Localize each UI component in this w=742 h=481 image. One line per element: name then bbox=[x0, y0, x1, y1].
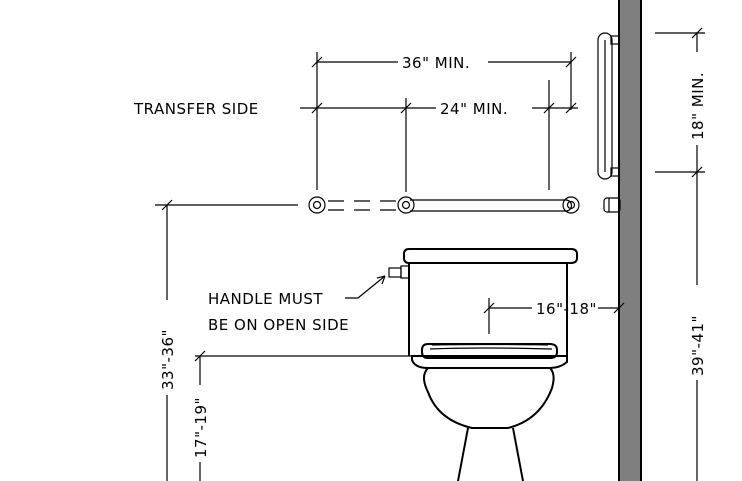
toilet-pedestal bbox=[457, 427, 524, 481]
dim-39-41-label: 39"-41" bbox=[689, 315, 707, 376]
vertical-bar-body bbox=[597, 32, 613, 180]
flush-handle-base bbox=[400, 265, 410, 279]
handle-leader-arrow bbox=[345, 275, 386, 299]
dim-39-41: 39"-41" bbox=[689, 172, 707, 481]
bar-flange-left bbox=[308, 196, 326, 214]
bar-flange-mid bbox=[397, 196, 415, 214]
dim-16-tick-left bbox=[483, 302, 495, 314]
dim-33-36-label: 33"-36" bbox=[159, 329, 177, 390]
flush-handle-lever bbox=[388, 267, 402, 278]
bar-end-flange bbox=[603, 197, 621, 213]
dim-24-min: 24" MIN. TRANSFER SIDE bbox=[133, 80, 578, 192]
wall-fill bbox=[620, 0, 640, 481]
handle-note-line1: HANDLE MUST bbox=[208, 290, 323, 308]
dim-17-19: 17"-19" bbox=[192, 350, 412, 481]
dim-18-label: 18" MIN. bbox=[689, 72, 707, 140]
dim-16-18-label: 16"-18" bbox=[536, 300, 597, 318]
bar-flange-left-inner bbox=[312, 200, 322, 210]
seat-hinge-line bbox=[429, 347, 553, 350]
bar-flange-right bbox=[562, 196, 580, 214]
toilet bbox=[388, 248, 578, 481]
dim-36-tick-right bbox=[565, 56, 577, 68]
bar-flange-right-inner bbox=[566, 200, 576, 210]
dim-36-min: 36" MIN. bbox=[311, 52, 577, 190]
dim-24-tick-a bbox=[311, 102, 323, 114]
bar-flange-mid-inner bbox=[401, 200, 411, 210]
vertical-grab-bar bbox=[597, 32, 620, 180]
side-wall bbox=[618, 0, 642, 481]
dim-16-tick-right bbox=[613, 302, 625, 314]
dim-17-19-label: 17"-19" bbox=[192, 397, 210, 458]
dim-24-tick-c bbox=[543, 102, 555, 114]
vertical-bar-bracket-bottom bbox=[610, 167, 620, 177]
vertical-bar-bracket-top bbox=[610, 35, 620, 45]
dim-16-18: 16"-18" bbox=[483, 298, 625, 334]
side-wall-bar-end bbox=[603, 197, 621, 213]
dim-36-tick-left bbox=[311, 56, 323, 68]
flush-handle bbox=[388, 265, 410, 279]
handle-note: HANDLE MUST BE ON OPEN SIDE bbox=[208, 275, 386, 334]
tank-lid bbox=[403, 248, 578, 264]
toilet-seat bbox=[421, 343, 558, 359]
dim-24-label: 24" MIN. bbox=[440, 100, 508, 118]
dim-18-tick-top bbox=[691, 27, 703, 39]
dim-24-tick-d bbox=[565, 102, 577, 114]
handle-note-line2: BE ON OPEN SIDE bbox=[208, 316, 349, 334]
horizontal-grab-bar bbox=[308, 196, 580, 214]
dim-36-label: 36" MIN. bbox=[402, 54, 470, 72]
transfer-side-label: TRANSFER SIDE bbox=[133, 100, 259, 118]
bar-body bbox=[410, 199, 573, 212]
handle-leader-arrowhead bbox=[376, 275, 386, 285]
dim-24-tick-b bbox=[400, 102, 412, 114]
dim-18-min: 18" MIN. bbox=[655, 27, 707, 178]
toilet-bowl bbox=[423, 367, 555, 429]
dim-33-36: 33"-36" bbox=[155, 199, 298, 481]
seat-top-line bbox=[431, 343, 549, 346]
